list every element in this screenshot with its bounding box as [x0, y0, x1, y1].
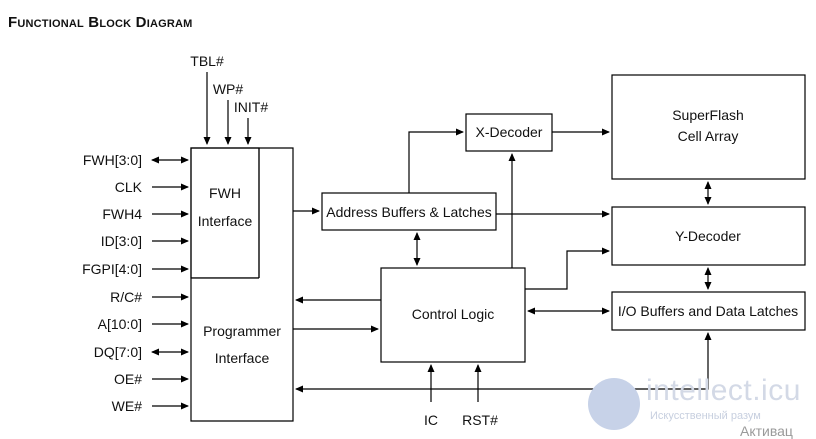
y-decoder-block: [611, 206, 806, 266]
signal-ic: IC: [424, 412, 438, 428]
x-decoder-block: [465, 113, 553, 152]
signal-rc: R/C#: [110, 289, 142, 305]
watermark-logo-icon: [588, 378, 640, 430]
io-buffers-label: I/O Buffers and Data Latches: [618, 303, 798, 319]
page-title: Functional Block Diagram: [8, 14, 193, 31]
cell-array-block: [611, 74, 806, 180]
cell-array-label-1: SuperFlash: [672, 107, 744, 123]
fwh-interface-label-1: FWH: [209, 185, 241, 201]
activation-text: Активац: [740, 423, 793, 439]
signal-a100: A[10:0]: [98, 316, 142, 332]
signal-rst: RST#: [462, 412, 498, 428]
signal-dq70: DQ[7:0]: [94, 344, 142, 360]
signal-fgpi40: FGPI[4:0]: [82, 261, 142, 277]
programmer-interface-block: [191, 278, 293, 421]
signal-fwh30: FWH[3:0]: [83, 152, 142, 168]
signal-clk: CLK: [115, 179, 143, 195]
signal-oe: OE#: [114, 371, 142, 387]
watermark-subtitle: Искусственный разум: [650, 410, 761, 422]
control-logic-label: Control Logic: [412, 306, 495, 322]
programmer-interface-label-1: Programmer: [203, 323, 281, 339]
signal-tbl: TBL#: [190, 53, 224, 69]
x-decoder-label: X-Decoder: [476, 124, 543, 140]
signal-id30: ID[3:0]: [101, 233, 142, 249]
address-buffers-block: [321, 192, 497, 231]
watermark: intellect.icu Искусственный разум Актива…: [588, 368, 816, 439]
programmer-interface-label-2: Interface: [215, 350, 270, 366]
watermark-logo-text: intellect.icu: [646, 374, 801, 407]
io-buffers-block: [611, 291, 806, 331]
signal-fwh4: FWH4: [102, 206, 142, 222]
address-buffers-label: Address Buffers & Latches: [326, 204, 492, 220]
y-decoder-label: Y-Decoder: [675, 228, 741, 244]
signal-we: WE#: [112, 398, 143, 414]
signal-init: INIT#: [234, 99, 268, 115]
signal-wp: WP#: [213, 81, 244, 97]
cell-array-label-2: Cell Array: [678, 128, 739, 144]
fwh-interface-label-2: Interface: [198, 213, 253, 229]
